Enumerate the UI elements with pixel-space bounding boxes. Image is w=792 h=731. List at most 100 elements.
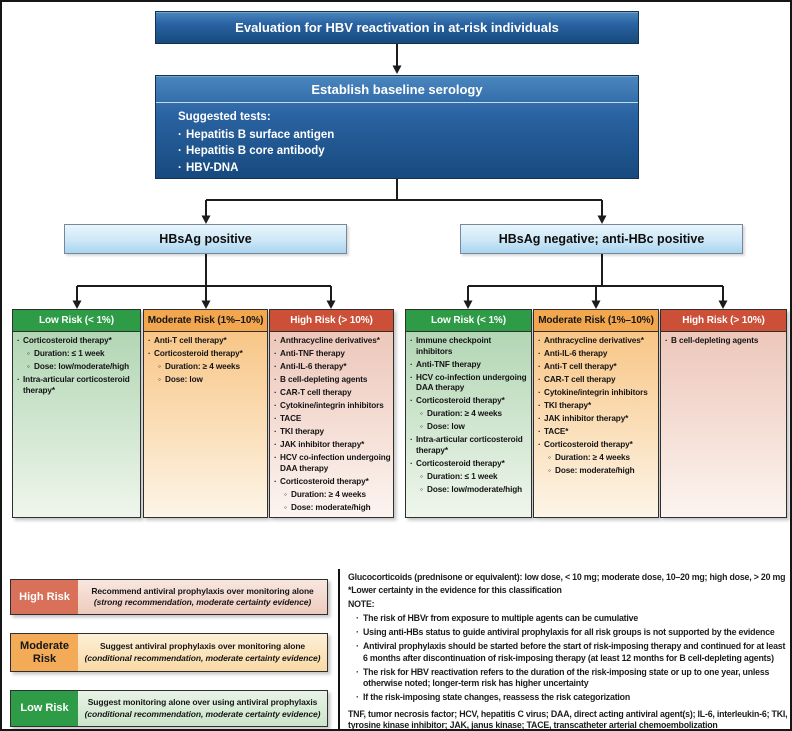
serology-tests: ·Hepatitis B surface antigen·Hepatitis B… [178, 127, 628, 177]
risk-item-label: CAR-T cell therapy [280, 388, 352, 397]
risk-column-3: High Risk (> 10%) ·Anthracycline derivati… [269, 309, 394, 518]
risk-column-header: Moderate Risk (1%–10%) [534, 310, 658, 332]
risk-subitem: ◦Duration: ≥ 4 weeks [284, 490, 391, 501]
risk-item-label: Anti-TNF therapy [280, 349, 345, 358]
risk-column-body: ·Corticosteroid therapy*◦Duration: ≤ 1 w… [13, 332, 140, 517]
bullet-icon: · [356, 627, 359, 637]
note-item-label: If the risk-imposing state changes, reas… [363, 692, 631, 703]
legend-text: Suggest antiviral prophylaxis over monit… [78, 634, 327, 671]
risk-column-body: ·Immune checkpoint inhibitors·Anti-TNF t… [406, 332, 531, 517]
risk-column-1: Low Risk (< 1%)·Corticosteroid therapy*◦… [12, 309, 141, 518]
legend-label: Moderate Risk [11, 634, 78, 671]
risk-subitem-label: Duration: ≥ 4 weeks [165, 362, 240, 371]
bullet-icon: ◦ [548, 466, 551, 475]
bullet-icon: · [538, 414, 541, 423]
risk-item-label: Corticosteroid therapy* [544, 440, 633, 449]
risk-item-label: HCV co-infection undergoing DAA therapy [416, 372, 527, 393]
bullet-icon: ◦ [420, 409, 423, 418]
risk-subitem: ◦Dose: low/moderate/high [420, 485, 529, 496]
risk-item: ·Immune checkpoint inhibitors [410, 336, 529, 357]
risk-item: ·HCV co-infection undergoing DAA therapy [274, 453, 391, 474]
risk-item-label: Corticosteroid therapy* [280, 476, 369, 486]
risk-subitem-label: Dose: low [427, 422, 465, 431]
risk-item-label: TACE* [544, 427, 569, 436]
risk-column-body: ·B cell-depleting agents [661, 332, 786, 517]
bullet-icon: · [274, 453, 277, 462]
bullet-icon: · [274, 401, 277, 410]
risk-item: ·Cytokine/integrin inhibitors [274, 401, 391, 412]
branch-hbsag-positive: HBsAg positive [64, 224, 347, 254]
risk-subitem: ◦Duration: ≥ 4 weeks [548, 453, 656, 464]
bullet-icon: · [410, 458, 413, 468]
risk-item: ·CAR-T cell therapy [538, 375, 656, 386]
risk-item: ·Anti-T cell therapy* [148, 336, 265, 347]
bullet-icon: · [148, 349, 151, 358]
serology-title: Establish baseline serology [311, 81, 483, 97]
risk-item: ·Corticosteroid therapy* [410, 459, 529, 470]
legend-notes-divider [338, 569, 340, 729]
risk-subitem-label: Dose: low [165, 375, 203, 384]
risk-item: ·Anthracycline derivatives* [274, 336, 391, 347]
risk-item-label: Corticosteroid therapy* [154, 349, 243, 358]
risk-item: ·Corticosteroid therapy* [538, 440, 656, 451]
risk-item: ·JAK inhibitor therapy* [274, 440, 391, 451]
bullet-icon: ◦ [158, 375, 161, 384]
bullet-icon: · [538, 375, 541, 384]
legend-text: Suggest monitoring alone over using anti… [78, 691, 327, 726]
risk-column-header: Low Risk (< 1%) [13, 310, 140, 332]
risk-column-header: Moderate Risk (1%–10%) [144, 310, 267, 332]
figure-title: Evaluation for HBV reactivation in at-ri… [235, 20, 559, 35]
bullet-icon: · [410, 372, 413, 382]
serology-test-item: ·HBV-DNA [178, 160, 628, 177]
risk-column-body: ·Anti-T cell therapy*·Corticosteroid the… [144, 332, 267, 517]
risk-column-body: ·Anthracycline derivatives*·Anti-TNF the… [270, 332, 393, 517]
bullet-icon: · [410, 396, 413, 405]
risk-column-header: High Risk (> 10%) [270, 310, 393, 332]
bullet-icon: · [274, 414, 277, 423]
risk-subitem: ◦Duration: ≥ 4 weeks [420, 409, 529, 420]
risk-item: ·Corticosteroid therapy* [410, 396, 529, 407]
risk-item-label: Immune checkpoint inhibitors [416, 336, 492, 356]
bullet-icon: · [538, 427, 541, 436]
note-item: ·Using anti-HBs status to guide antivira… [356, 627, 790, 638]
serology-box: Establish baseline serology Suggested te… [155, 75, 639, 179]
bullet-icon: ◦ [420, 484, 423, 494]
bullet-icon: · [178, 162, 182, 175]
footnotes: Glucocorticoids (prednisone or equivalen… [348, 572, 790, 729]
bullet-icon: · [274, 440, 277, 449]
note-item: ·The risk for HBV reactivation refers to… [356, 667, 790, 690]
risk-column-6: High Risk (> 10%)·B cell-depleting agent… [660, 309, 787, 518]
risk-item: ·CAR-T cell therapy [274, 388, 391, 399]
risk-item: ·Anthracycline derivatives* [538, 336, 656, 347]
bullet-icon: · [356, 641, 359, 652]
legend-recommendation: Suggest monitoring alone over using anti… [87, 697, 318, 708]
note-list: · The risk of HBVr from exposure to multi… [348, 613, 790, 704]
serology-test-item: ·Hepatitis B core antibody [178, 143, 628, 160]
risk-subitem: ◦ Dose: low [158, 375, 265, 386]
risk-item: ·Anti-TNF therapy [274, 349, 391, 360]
lower-certainty-note: *Lower certainty in the evidence for thi… [348, 585, 562, 596]
risk-item-label: Cytokine/integrin inhibitors [544, 388, 648, 397]
bullet-icon: · [356, 612, 359, 623]
risk-item-label: Corticosteroid therapy* [23, 336, 112, 345]
bullet-icon: · [410, 435, 413, 444]
risk-item: ·Anti-TNF therapy [410, 360, 529, 371]
risk-item: ·JAK inhibitor therapy* [538, 414, 656, 425]
branch-label: HBsAg negative; anti-HBc positive [498, 232, 705, 246]
risk-item-label: JAK inhibitor therapy* [280, 440, 365, 449]
risk-subitem-label: Duration: ≤ 1 week [34, 349, 105, 358]
risk-item-label: TACE [280, 414, 302, 423]
risk-subitem: ◦Dose: low [420, 422, 529, 433]
bullet-icon: · [148, 336, 151, 345]
risk-subitem: ◦Dose: moderate/high [548, 466, 656, 477]
bullet-icon: · [356, 666, 359, 677]
serology-test-item: ·Hepatitis B surface antigen [178, 127, 628, 144]
bullet-icon: · [274, 476, 277, 486]
note-item-label: The risk of HBVr from exposure to multip… [363, 612, 639, 623]
bullet-icon: · [274, 388, 277, 397]
bullet-icon: · [538, 401, 541, 410]
risk-item: ·Anti-T cell therapy* [538, 362, 656, 373]
legend-text: Recommend antiviral prophylaxis over mon… [78, 580, 327, 614]
